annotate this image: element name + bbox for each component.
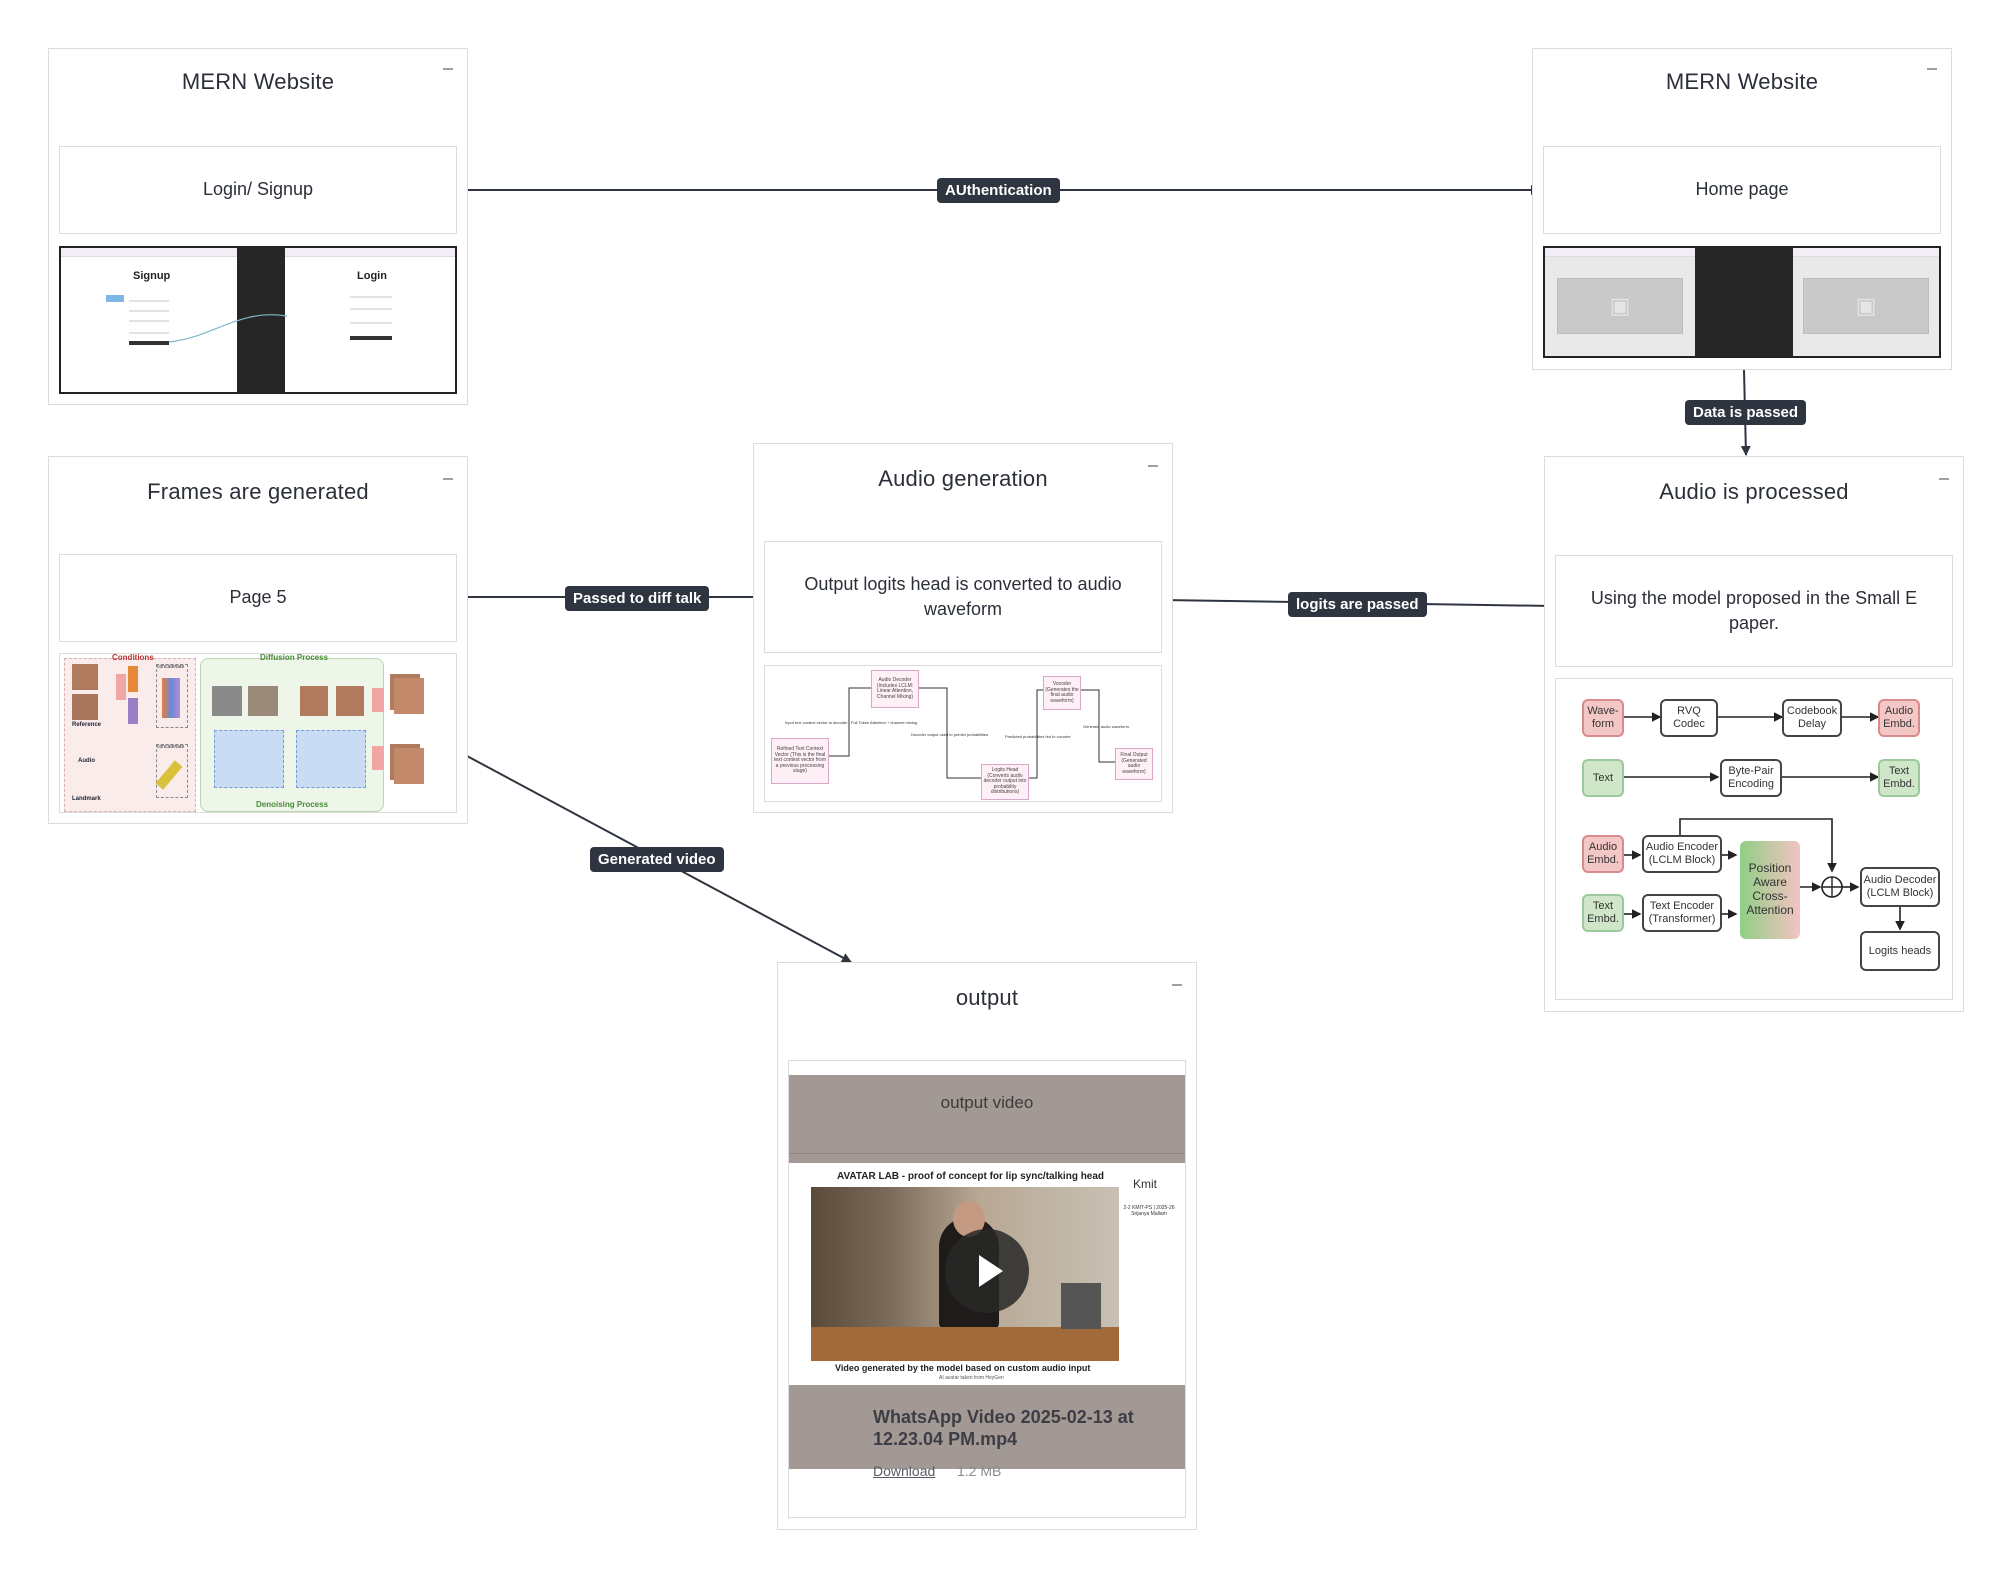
inner-node-page-5[interactable]: Page 5 <box>59 554 457 642</box>
block-audio-embd-2: Audio Embd. <box>1582 835 1624 873</box>
edge-label-diff-talk[interactable]: Passed to diff talk <box>565 586 710 611</box>
card-title: Frames are generated <box>147 479 369 504</box>
block-text-embd-2: Text Embd. <box>1582 894 1624 932</box>
block-audio-decoder: Audio Decoder (LCLM Block) <box>1860 867 1940 907</box>
download-link[interactable]: Download <box>873 1463 936 1479</box>
model-architecture-diagram: Wave-form RVQ Codec Codebook Delay Audio… <box>1555 678 1953 1000</box>
video-still: AVATAR LAB - proof of concept for lip sy… <box>789 1163 1185 1385</box>
collapse-icon[interactable] <box>443 68 453 70</box>
card-audio-generation[interactable]: Audio generation Output logits head is c… <box>753 443 1173 813</box>
box-refined-text-context: Refined Text Context Vector (This is the… <box>771 738 829 784</box>
box-vocoder: Vocoder (Generates the final audio wavef… <box>1043 676 1081 710</box>
still-caption: Video generated by the model based on cu… <box>835 1363 1091 1373</box>
block-waveform: Wave-form <box>1582 699 1624 737</box>
edge-label-data-passed[interactable]: Data is passed <box>1685 400 1807 425</box>
thumbnail-home-page: ▣ ▣ <box>1543 246 1941 358</box>
label-audio: Audio <box>78 758 95 764</box>
video-file-name: WhatsApp Video 2025-02-13 at 12.23.04 PM… <box>873 1407 1134 1449</box>
block-text: Text <box>1582 759 1624 797</box>
image-placeholder-icon: ▣ <box>1803 278 1929 334</box>
label-conditions: Conditions <box>112 653 154 662</box>
play-icon[interactable] <box>945 1229 1029 1313</box>
block-rvq-codec: RVQ Codec <box>1660 699 1718 737</box>
edge-text: Predicted probabilities fed to vocoder <box>1005 734 1071 739</box>
block-audio-embd: Audio Embd. <box>1878 699 1920 737</box>
still-subcaption: AI avatar taken from HeyGen <box>939 1375 1004 1381</box>
still-side-text: 2-2 KMIT-PS | 2025-26 Srijanya Mallam <box>1123 1205 1175 1217</box>
label-reference: Reference <box>72 722 102 728</box>
card-title: MERN Website <box>1665 69 1819 94</box>
block-codebook-delay: Codebook Delay <box>1782 699 1842 737</box>
edge-label-authentication[interactable]: AUthentication <box>937 178 1060 203</box>
collapse-icon[interactable] <box>1148 465 1158 467</box>
box-final-output: Final Output (Generated audio waveform) <box>1115 748 1153 780</box>
block-audio-encoder: Audio Encoder (LCLM Block) <box>1642 835 1722 873</box>
inner-node-logits-to-waveform[interactable]: Output logits head is converted to audio… <box>764 541 1162 653</box>
card-title: Audio is processed <box>1659 479 1849 504</box>
card-frames-generated[interactable]: Frames are generated Page 5 Conditions D… <box>48 456 468 824</box>
card-title: output <box>955 985 1019 1010</box>
audio-generation-flow-diagram: Audio Decoder (Includes LCLM: Linear Att… <box>764 665 1162 802</box>
edge-text: Full Token Attention + channel mixing <box>851 720 918 725</box>
block-text-encoder: Text Encoder (Transformer) <box>1642 894 1722 932</box>
label-concatenate-2: concatenate <box>157 744 185 750</box>
kmit-logo: Kmit <box>1133 1177 1157 1191</box>
card-mern-home[interactable]: MERN Website Home page ▣ ▣ <box>1532 48 1952 370</box>
diffusion-pipeline-diagram: Conditions Diffusion Process Denoising P… <box>59 653 457 813</box>
video-frame <box>811 1187 1119 1361</box>
box-logits-head: Logits Head (Converts audio decoder outp… <box>981 764 1029 800</box>
collapse-icon[interactable] <box>1927 68 1937 70</box>
card-output[interactable]: output output video AVATAR LAB - proof o… <box>777 962 1197 1530</box>
edge-text: Decoder output used to predict probabili… <box>911 732 989 737</box>
label-diffusion: Diffusion Process <box>260 653 329 662</box>
card-title: MERN Website <box>181 69 335 94</box>
card-mern-login[interactable]: MERN Website Login/ Signup Signup Login <box>48 48 468 405</box>
image-placeholder-icon: ▣ <box>1557 278 1683 334</box>
login-heading: Login <box>357 270 387 282</box>
still-headline: AVATAR LAB - proof of concept for lip sy… <box>837 1171 1105 1182</box>
box-audio-decoder: Audio Decoder (Includes LCLM: Linear Att… <box>871 670 919 708</box>
collapse-icon[interactable] <box>443 478 453 480</box>
card-title: Audio generation <box>878 466 1048 491</box>
collapse-icon[interactable] <box>1172 984 1182 986</box>
inner-node-home-page[interactable]: Home page <box>1543 146 1941 234</box>
video-label: output video <box>940 1093 1034 1112</box>
block-text-embd: Text Embd. <box>1878 759 1920 797</box>
edge-label-logits-passed[interactable]: logits are passed <box>1288 592 1427 617</box>
inner-node-small-e[interactable]: Using the model proposed in the Small E … <box>1555 555 1953 667</box>
label-landmark: Landmark <box>72 796 101 802</box>
video-node[interactable]: output video AVATAR LAB - proof of conce… <box>788 1060 1186 1518</box>
block-cross-attention: Position Aware Cross-Attention <box>1740 841 1800 939</box>
inner-node-login-signup[interactable]: Login/ Signup <box>59 146 457 234</box>
edge-label-generated-video[interactable]: Generated video <box>590 847 724 872</box>
label-denoising: Denoising Process <box>256 800 329 809</box>
label-concatenate: concatenate <box>157 664 185 670</box>
file-size: 1.2 MB <box>957 1463 1002 1479</box>
signup-heading: Signup <box>133 270 171 282</box>
block-logits-heads: Logits heads <box>1860 931 1940 971</box>
edge-text: Input text context vector to decoder <box>785 720 848 725</box>
edge-text: Generate audio waveform <box>1083 724 1130 729</box>
block-byte-pair: Byte-Pair Encoding <box>1720 759 1782 797</box>
thumbnail-login-signup: Signup Login <box>59 246 457 394</box>
card-audio-processed[interactable]: Audio is processed Using the model propo… <box>1544 456 1964 1012</box>
collapse-icon[interactable] <box>1939 478 1949 480</box>
